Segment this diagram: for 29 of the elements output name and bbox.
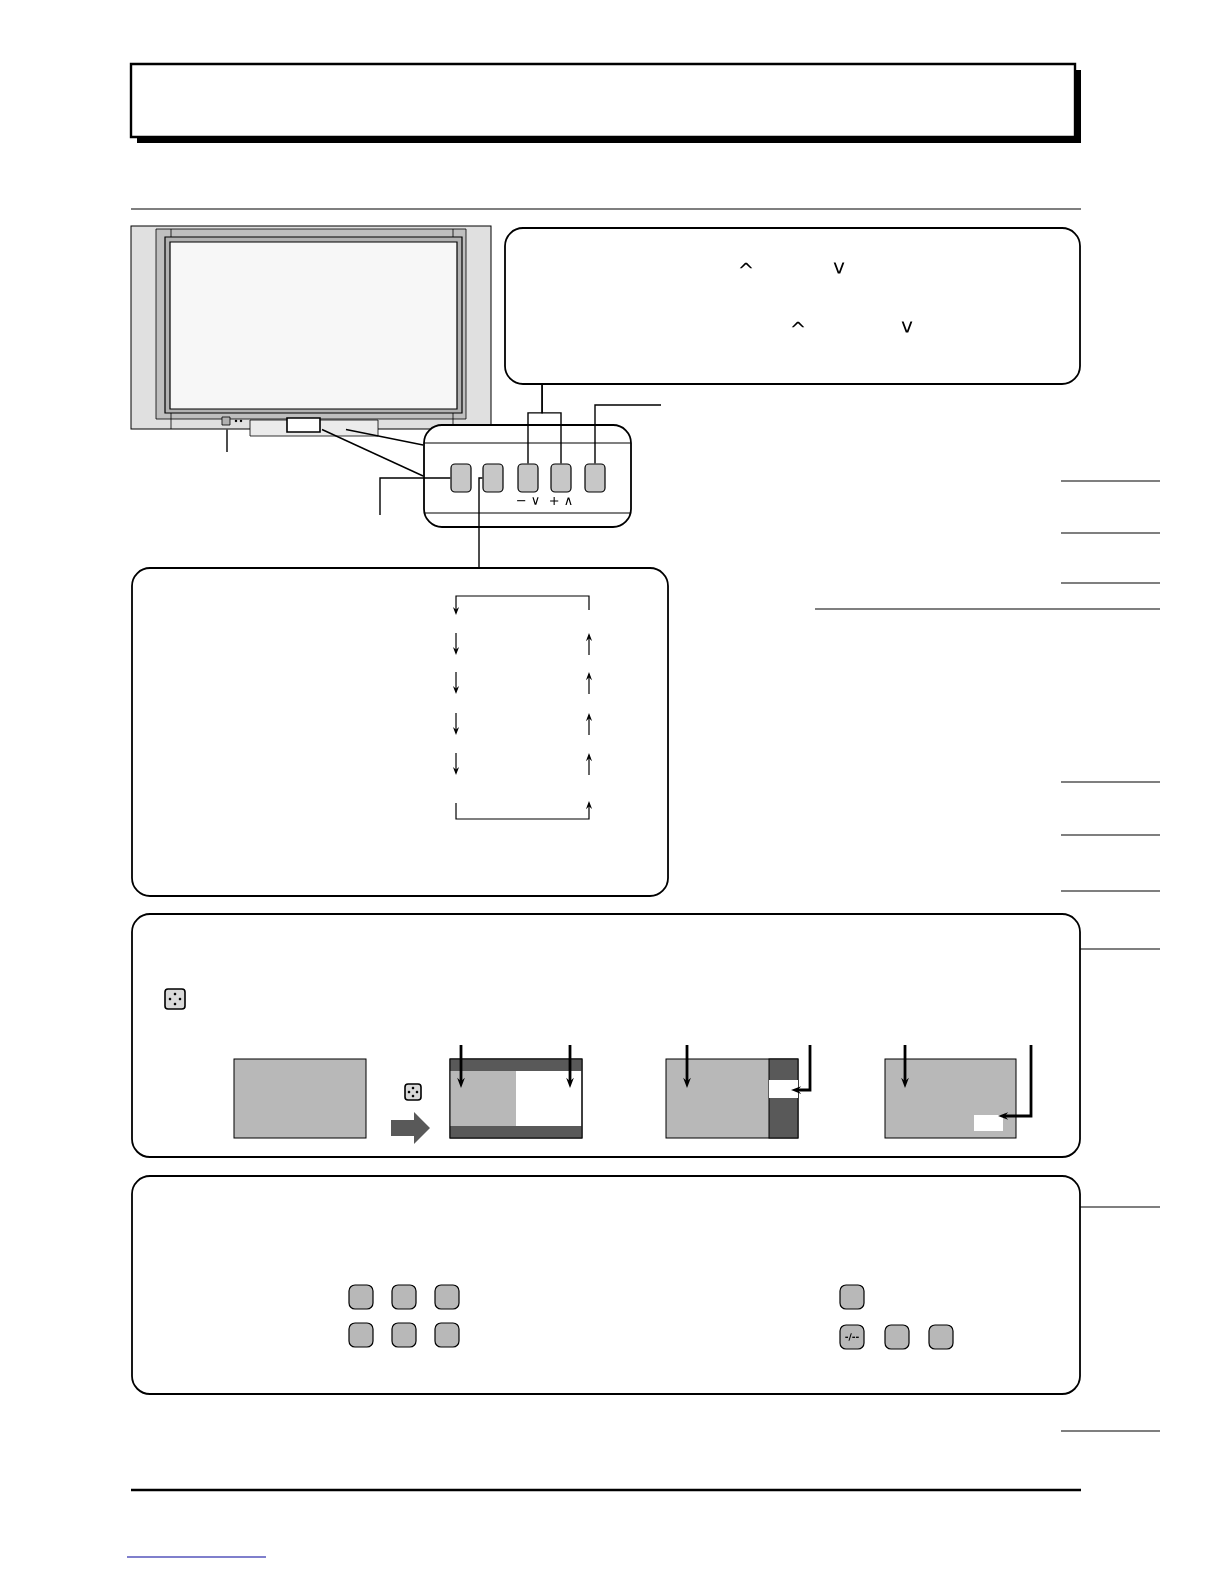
remote-key bbox=[839, 1284, 865, 1310]
panel-button bbox=[482, 463, 504, 493]
panel-button bbox=[450, 463, 472, 493]
node-label: + ∧ bbox=[550, 496, 572, 506]
remote-key bbox=[434, 1322, 460, 1348]
node-label: − ∨ bbox=[517, 497, 539, 505]
remote-key bbox=[928, 1324, 954, 1350]
remote-key: -/-- bbox=[839, 1324, 865, 1350]
panel-button: − ∨ bbox=[517, 463, 539, 505]
remote-key bbox=[434, 1284, 460, 1310]
zoom-line bbox=[345, 428, 424, 446]
zoom-line bbox=[321, 428, 424, 477]
remote-key bbox=[348, 1322, 374, 1348]
rounded-panel bbox=[131, 1175, 1081, 1395]
rounded-panel: ^ v ^ v bbox=[504, 227, 1081, 385]
leader-line bbox=[379, 477, 452, 516]
remote-key bbox=[391, 1284, 417, 1310]
panel-button bbox=[584, 463, 606, 493]
leader-line bbox=[594, 404, 662, 465]
title-box bbox=[129, 62, 1081, 143]
panel-button: + ∧ bbox=[550, 463, 572, 506]
rounded-panel bbox=[131, 567, 669, 897]
tv-drawing bbox=[130, 225, 492, 437]
leader-line bbox=[478, 477, 484, 568]
leader-line bbox=[541, 384, 562, 465]
leader-line bbox=[226, 428, 228, 453]
remote-key bbox=[884, 1324, 910, 1350]
remote-key bbox=[391, 1322, 417, 1348]
remote-key bbox=[348, 1284, 374, 1310]
